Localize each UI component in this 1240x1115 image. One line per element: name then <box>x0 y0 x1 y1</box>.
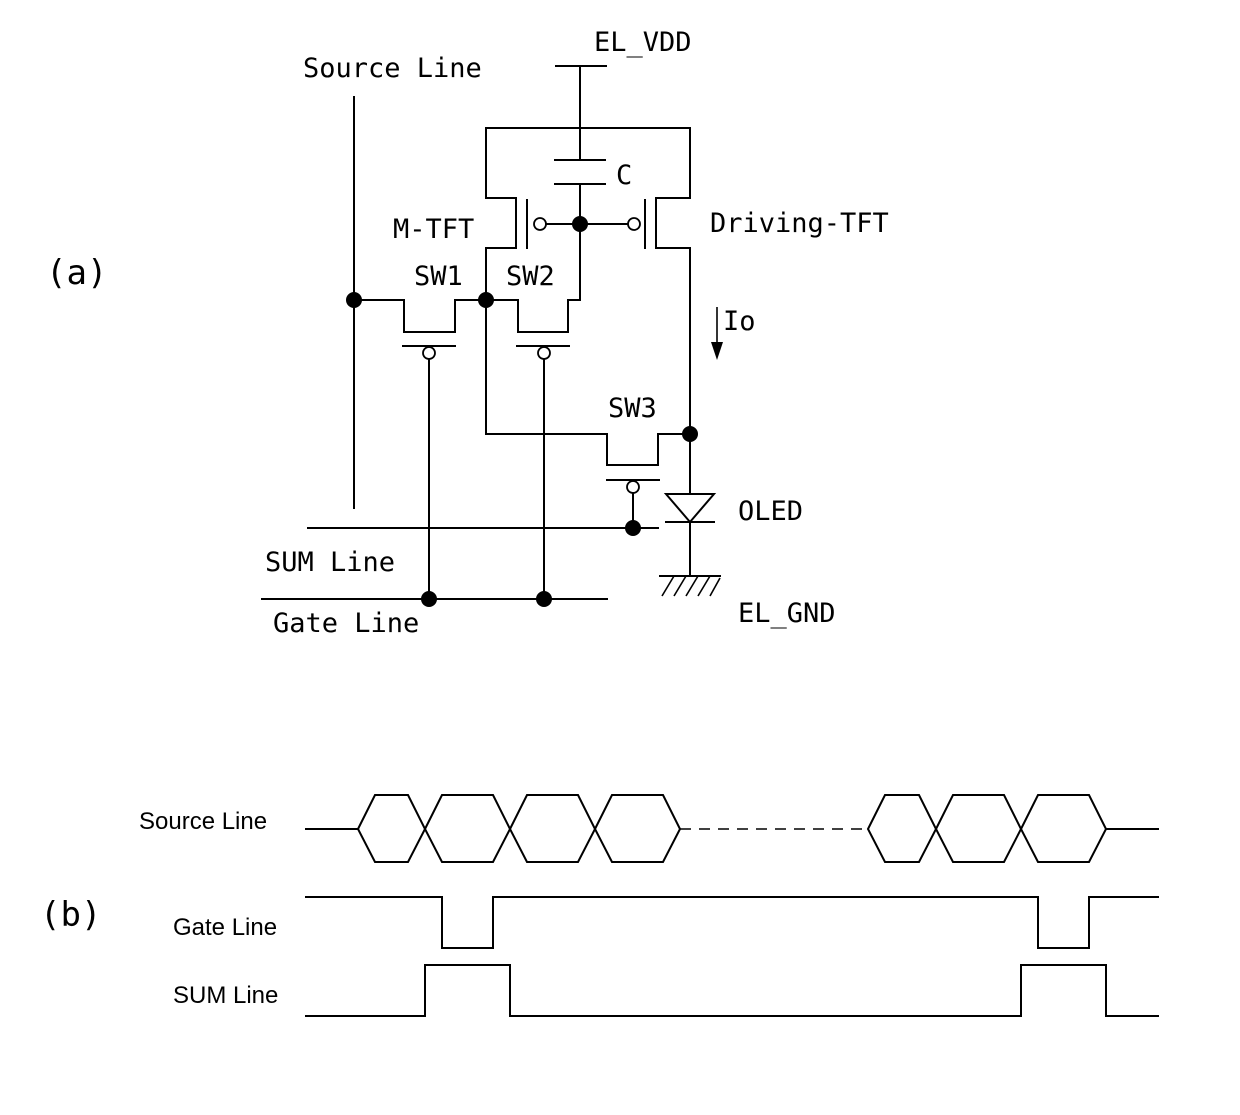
source-line-label: Source Line <box>303 53 482 84</box>
sw1-channel <box>404 300 486 332</box>
source-data-slot <box>1021 795 1106 862</box>
source-data-slot <box>936 795 1021 862</box>
junction-gate-sw1 <box>421 591 437 607</box>
driving-tft-channel <box>656 198 690 434</box>
source-data-slot <box>868 795 936 862</box>
panel-b-label: (b) <box>40 895 101 935</box>
sw2-label: SW2 <box>506 261 555 292</box>
driving-tft-gate-bubble <box>628 218 640 230</box>
timing-diagram: (b) Source Line Gate Line SUM Line <box>40 795 1158 1016</box>
current-label: Io <box>723 306 756 337</box>
sw2-gate-bubble <box>538 347 550 359</box>
current-arrow-head <box>711 342 723 360</box>
el-gnd-label: EL_GND <box>738 598 836 629</box>
junction-sw1-sw2 <box>478 292 494 308</box>
sw3-label: SW3 <box>608 393 657 424</box>
supply-rail <box>486 128 690 198</box>
ground-hatch <box>662 576 720 596</box>
source-data-slot <box>595 795 680 862</box>
m-tft-label: M-TFT <box>393 214 474 245</box>
timing-source-line-label: Source Line <box>139 808 267 835</box>
junction-gate-sw2 <box>536 591 552 607</box>
gate-line-waveform <box>306 897 1158 948</box>
source-data-slots <box>358 795 1106 862</box>
panel-a-label: (a) <box>46 253 107 293</box>
oled-diode-symbol <box>666 494 714 522</box>
gate-line-label: Gate Line <box>273 608 419 639</box>
capacitor-label: C <box>616 160 632 191</box>
sw2-channel <box>518 300 580 332</box>
sw1-label: SW1 <box>414 261 463 292</box>
junction-source-sw1 <box>346 292 362 308</box>
sum-line-label: SUM Line <box>265 547 395 578</box>
junction-gate-node <box>572 216 588 232</box>
source-data-slot <box>358 795 425 862</box>
sw3-gate-bubble <box>627 481 639 493</box>
driving-tft-label: Driving-TFT <box>710 208 889 239</box>
sw1-gate-bubble <box>423 347 435 359</box>
source-data-slot <box>510 795 595 862</box>
junction-oled-anode <box>682 426 698 442</box>
sum-line-waveform <box>306 965 1158 1016</box>
el-vdd-label: EL_VDD <box>594 27 692 58</box>
timing-gate-line-label: Gate Line <box>173 914 277 941</box>
pixel-circuit-diagram: (a) Source Line EL_VDD C M-TFT Driving-T… <box>46 27 889 639</box>
sw3-channel <box>486 300 690 465</box>
oled-label: OLED <box>738 496 803 527</box>
timing-sum-line-label: SUM Line <box>173 982 278 1009</box>
m-tft-gate-bubble <box>534 218 546 230</box>
junction-sum-sw3 <box>625 520 641 536</box>
source-data-slot <box>425 795 510 862</box>
